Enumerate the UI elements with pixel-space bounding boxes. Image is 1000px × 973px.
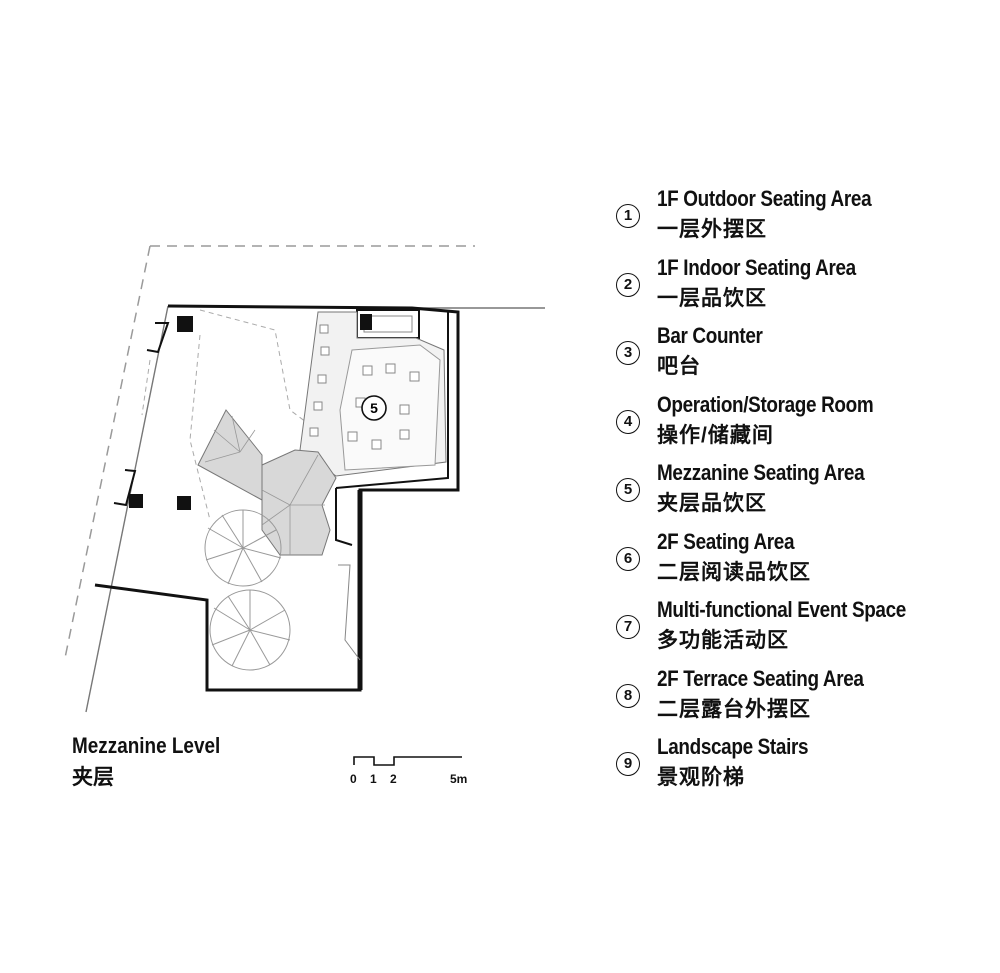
level-title: Mezzanine Level 夹层 (72, 733, 244, 791)
legend-label-en: 2F Seating Area (657, 528, 795, 554)
scale-bar (353, 756, 462, 766)
scale-label-0: 0 (350, 772, 357, 786)
legend-label-zh: 景观阶梯 (657, 766, 745, 789)
room-marker-number: 5 (370, 400, 378, 416)
legend-item: 2 1F Indoor Seating Area 一层品饮区 (616, 255, 996, 324)
legend-number-badge: 5 (616, 478, 640, 502)
scale-label-2: 2 (390, 772, 397, 786)
legend-number-badge: 6 (616, 546, 640, 571)
stair-side-edge (338, 564, 361, 661)
columns (129, 314, 372, 510)
scale-label-1: 1 (370, 772, 377, 786)
legend-label-zh: 一层品饮区 (657, 286, 767, 310)
legend-label-en: Operation/Storage Room (657, 391, 874, 417)
legend-item: 5 Mezzanine Seating Area 夹层品饮区 (616, 460, 996, 529)
legend-number-badge: 1 (616, 204, 640, 228)
legend-item: 4 Operation/Storage Room 操作/储藏间 (616, 392, 996, 461)
legend-label-en: 1F Indoor Seating Area (657, 254, 856, 280)
stair-platform (261, 449, 337, 556)
stair-lines (204, 415, 325, 555)
window-niches (113, 322, 170, 507)
legend-item: 8 2F Terrace Seating Area 二层露台外摆区 (616, 666, 996, 735)
room-marker-circle (361, 395, 387, 421)
legend-number-badge: 2 (616, 272, 640, 297)
scale-label-5m: 5m (450, 772, 468, 786)
level-title-en: Mezzanine Level (72, 733, 221, 758)
legend-label-zh: 多功能活动区 (657, 629, 789, 652)
legend-label-zh: 一层外摆区 (657, 218, 767, 241)
level-title-zh: 夹层 (72, 766, 114, 789)
legend-number-badge: 7 (616, 615, 640, 639)
legend-label-en: Mezzanine Seating Area (657, 460, 865, 485)
legend-label-zh: 二层露台外摆区 (657, 697, 811, 721)
legend-item: 9 Landscape Stairs 景观阶梯 (616, 734, 996, 803)
legend-number-badge: 8 (616, 683, 640, 708)
legend-label-zh: 吧台 (657, 355, 701, 378)
legend-label-en: 2F Terrace Seating Area (657, 665, 864, 691)
legend-item: 6 2F Seating Area 二层阅读品饮区 (616, 529, 996, 598)
legend-number-badge: 9 (616, 752, 640, 776)
legend-number-badge: 4 (616, 409, 640, 434)
legend-item: 7 Multi-functional Event Space 多功能活动区 (616, 597, 996, 666)
legend-item: 3 Bar Counter 吧台 (616, 323, 996, 392)
seating-tables (309, 324, 420, 450)
legend-label-en: Bar Counter (657, 323, 763, 348)
spiral-stairs (204, 509, 291, 671)
legend-label-en: Multi-functional Event Space (657, 597, 906, 622)
legend-label-zh: 二层阅读品饮区 (657, 560, 811, 584)
legend-item: 1 1F Outdoor Seating Area 一层外摆区 (616, 186, 996, 255)
legend: 1 1F Outdoor Seating Area 一层外摆区 2 1F Ind… (616, 186, 996, 803)
legend-label-zh: 夹层品饮区 (657, 492, 767, 515)
legend-label-zh: 操作/储藏间 (657, 423, 774, 447)
legend-number-badge: 3 (616, 341, 640, 365)
boundary-lines (85, 305, 545, 713)
legend-label-en: 1F Outdoor Seating Area (657, 186, 872, 211)
legend-label-en: Landscape Stairs (657, 734, 809, 759)
site-boundary (64, 245, 475, 659)
